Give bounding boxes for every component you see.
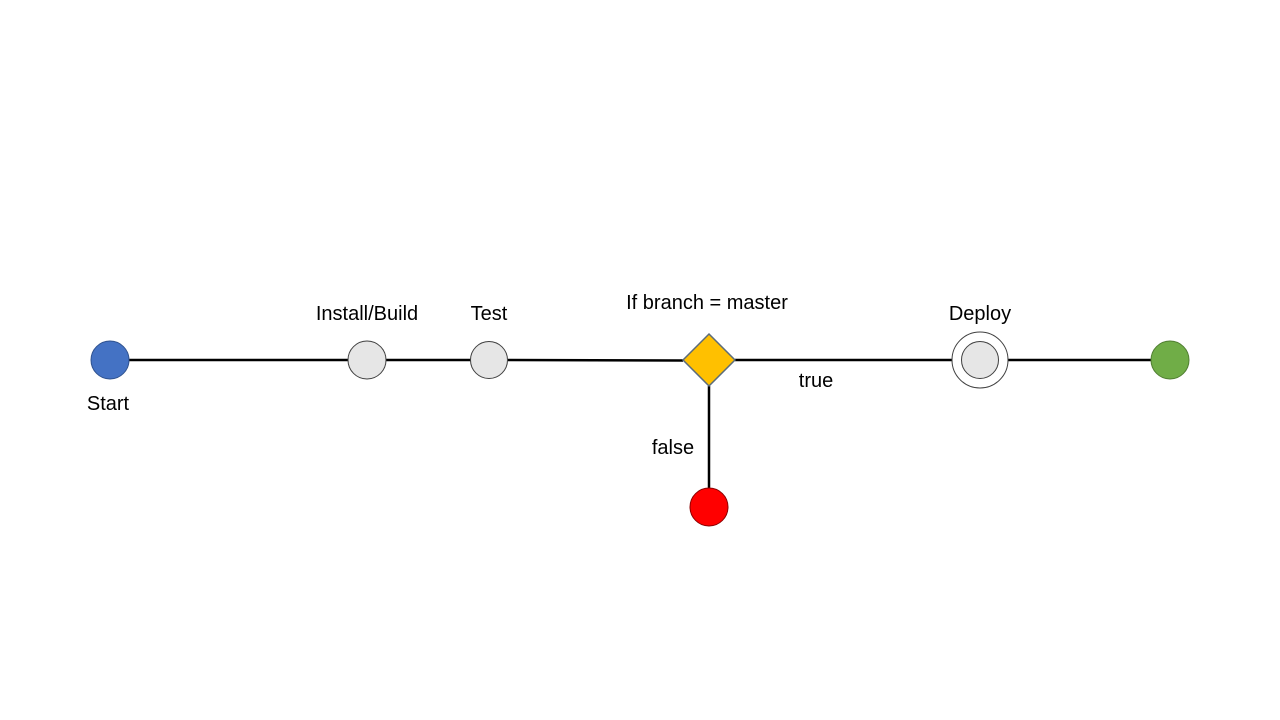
deploy-label: Deploy — [949, 303, 1011, 325]
test-node — [470, 341, 508, 379]
true-branch-label: true — [799, 370, 833, 392]
deploy-node — [961, 341, 999, 379]
start-node — [90, 340, 130, 380]
install-build-label: Install/Build — [316, 303, 418, 325]
decision-label: If branch = master — [626, 292, 788, 314]
false-branch-label: false — [652, 437, 694, 459]
decision-diamond — [681, 332, 737, 388]
connector-test-to-decision — [507, 358, 684, 362]
end-failure-node — [689, 487, 729, 527]
install-build-node — [347, 340, 387, 380]
end-success-node — [1150, 340, 1190, 380]
test-label: Test — [471, 303, 508, 325]
start-label: Start — [87, 393, 130, 415]
